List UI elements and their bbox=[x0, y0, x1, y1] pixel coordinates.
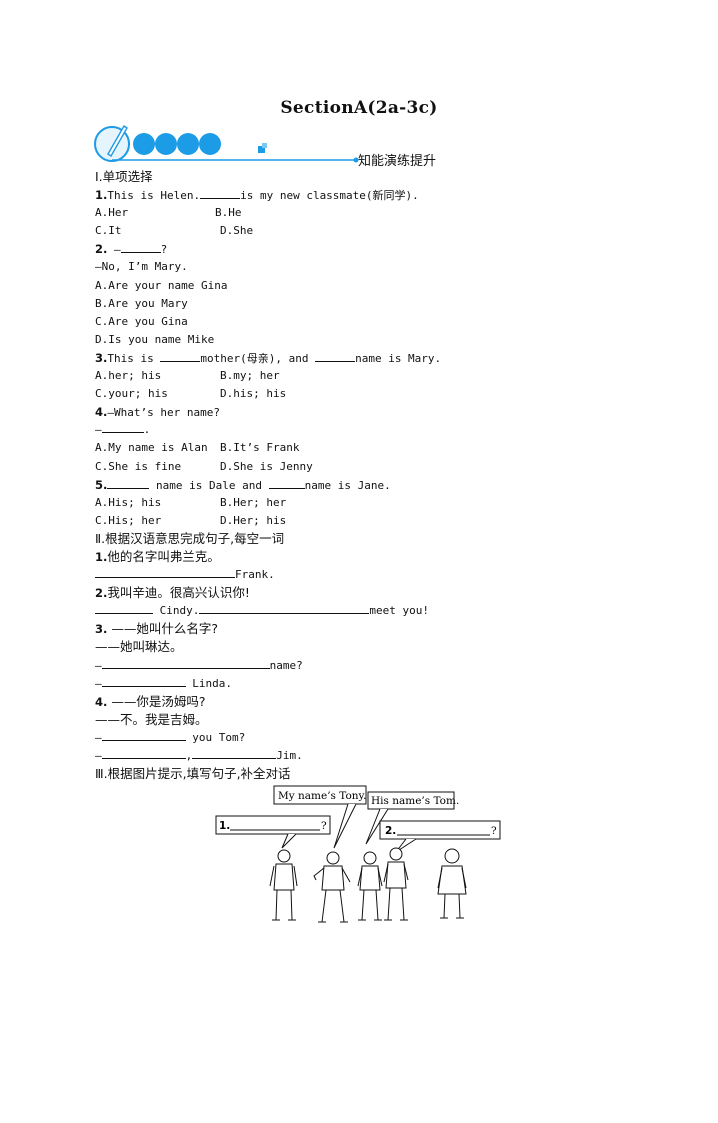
s2-q1-answer-line: Frank. bbox=[95, 566, 515, 584]
s2-q2-answer-line: Cindy.meet you! bbox=[95, 602, 515, 620]
worksheet-content: Ⅰ.单项选择 1.This is Helen.is my new classma… bbox=[95, 168, 515, 783]
option-c[interactable]: C.It bbox=[95, 224, 122, 238]
person-illustration-5 bbox=[437, 848, 467, 919]
svg-text:1.: 1. bbox=[219, 820, 230, 832]
option-c[interactable]: C.She is fine bbox=[95, 459, 182, 473]
s2-q4-answer-line2: —,Jim. bbox=[95, 747, 303, 762]
option-b[interactable]: B.He bbox=[215, 206, 242, 220]
s2-q3-answer-line1: —name? bbox=[95, 657, 303, 672]
q5-options-cd: C.His; her D.Her; his bbox=[95, 512, 515, 530]
answer-blank[interactable] bbox=[107, 477, 150, 489]
s2-q3-answer-line2: — Linda. bbox=[95, 675, 232, 690]
person-illustration-4 bbox=[383, 847, 409, 921]
option-b[interactable]: B.my; her bbox=[220, 369, 280, 383]
answer-blank[interactable] bbox=[200, 187, 241, 200]
svg-text:?: ? bbox=[491, 825, 497, 837]
answer-blank[interactable] bbox=[95, 566, 235, 579]
q5-options-ab: A.His; his B.Her; her bbox=[95, 494, 515, 512]
option-c[interactable]: C.your; his bbox=[95, 387, 168, 401]
answer-blank[interactable] bbox=[120, 241, 161, 254]
answer-blank[interactable] bbox=[192, 747, 277, 759]
answer-box-2[interactable]: 2. ? bbox=[379, 820, 501, 853]
s2-q3-prompt2: ——她叫琳达。 bbox=[95, 639, 183, 655]
q3-options-ab: A.her; his B.my; her bbox=[95, 367, 515, 385]
option-a[interactable]: A.Are your name Gina bbox=[95, 278, 228, 292]
svg-text:?: ? bbox=[321, 820, 327, 832]
section-banner bbox=[94, 125, 359, 163]
q2-reply: —No, I’m Mary. bbox=[95, 260, 188, 274]
banner-label: 知能演练提升 bbox=[358, 154, 437, 169]
answer-blank[interactable] bbox=[160, 350, 201, 362]
q4-answer-line: —. bbox=[95, 421, 151, 437]
s2-q4-answer-line1: — you Tom? bbox=[95, 729, 246, 744]
person-illustration-2 bbox=[313, 851, 351, 923]
dialogue-illustration: My name’s Tony. His name’s Tom. 1. ? 2. … bbox=[215, 785, 501, 923]
answer-blank[interactable] bbox=[101, 729, 186, 741]
q5-stem: 5. name is Dale and name is Jane. bbox=[95, 477, 391, 492]
q4-stem: 4.—What’s her name? bbox=[95, 405, 220, 420]
answer-box-1[interactable]: 1. ? bbox=[215, 815, 331, 849]
option-a[interactable]: A.My name is Alan bbox=[95, 441, 208, 455]
q4-options-cd: C.She is fine D.She is Jenny bbox=[95, 458, 515, 476]
s2-q4-prompt: 4. ——你是汤姆吗? bbox=[95, 693, 206, 709]
q1-options-cd: C.It D.She bbox=[95, 222, 515, 240]
svg-text:2.: 2. bbox=[385, 825, 396, 837]
option-b[interactable]: B.It’s Frank bbox=[220, 441, 300, 455]
s2-q3-prompt: 3. ——她叫什么名字? bbox=[95, 621, 218, 637]
option-d[interactable]: D.Is you name Mike bbox=[95, 332, 215, 346]
section1-heading: Ⅰ.单项选择 bbox=[95, 169, 153, 184]
option-c[interactable]: C.His; her bbox=[95, 513, 162, 527]
q3-options-cd: C.your; his D.his; his bbox=[95, 385, 515, 403]
section3-heading: Ⅲ.根据图片提示,填写句子,补全对话 bbox=[95, 766, 291, 782]
s2-q2-prompt: 2.我叫辛迪。很高兴认识你! bbox=[95, 585, 250, 601]
bubble-text-tony: My name’s Tony. bbox=[278, 790, 366, 802]
s2-q4-prompt2: ——不。我是吉姆。 bbox=[95, 711, 208, 727]
answer-blank[interactable] bbox=[268, 477, 305, 489]
option-a[interactable]: A.Her bbox=[95, 206, 129, 220]
person-illustration-3 bbox=[357, 851, 383, 921]
person-illustration-1 bbox=[269, 849, 298, 921]
q4-options-ab: A.My name is Alan B.It’s Frank bbox=[95, 439, 515, 457]
s2-q1-prompt: 1.他的名字叫弗兰克。 bbox=[95, 548, 220, 564]
answer-blank[interactable] bbox=[95, 602, 153, 615]
option-a[interactable]: A.His; his bbox=[95, 495, 162, 509]
speech-bubble-tony: My name’s Tony. bbox=[273, 785, 367, 849]
answer-blank[interactable] bbox=[315, 350, 356, 362]
answer-blank[interactable] bbox=[101, 657, 270, 669]
page-title: SectionA(2a-3c) bbox=[280, 98, 438, 118]
speech-bubble-tom: His name’s Tom. bbox=[365, 791, 459, 845]
answer-blank[interactable] bbox=[199, 602, 370, 615]
section2-heading: Ⅱ.根据汉语意思完成句子,每空一词 bbox=[95, 530, 285, 546]
answer-blank[interactable] bbox=[101, 421, 144, 434]
answer-blank[interactable] bbox=[101, 747, 186, 759]
option-c[interactable]: C.Are you Gina bbox=[95, 314, 188, 328]
q2-stem: 2. —? bbox=[95, 241, 168, 257]
option-d[interactable]: D.Her; his bbox=[220, 513, 287, 527]
q1-options-ab: A.Her B.He bbox=[95, 204, 515, 222]
option-a[interactable]: A.her; his bbox=[95, 369, 162, 383]
option-d[interactable]: D.She bbox=[220, 224, 254, 238]
option-b[interactable]: B.Are you Mary bbox=[95, 296, 188, 310]
option-b[interactable]: B.Her; her bbox=[220, 495, 287, 509]
q1-stem: 1.This is Helen.is my new classmate(新同学)… bbox=[95, 187, 419, 203]
q3-stem: 3.This is mother(母亲), and name is Mary. bbox=[95, 350, 442, 365]
option-d[interactable]: D.his; his bbox=[220, 387, 287, 401]
bubble-text-tom: His name’s Tom. bbox=[371, 795, 459, 807]
answer-blank[interactable] bbox=[101, 675, 186, 687]
option-d[interactable]: D.She is Jenny bbox=[220, 459, 313, 473]
